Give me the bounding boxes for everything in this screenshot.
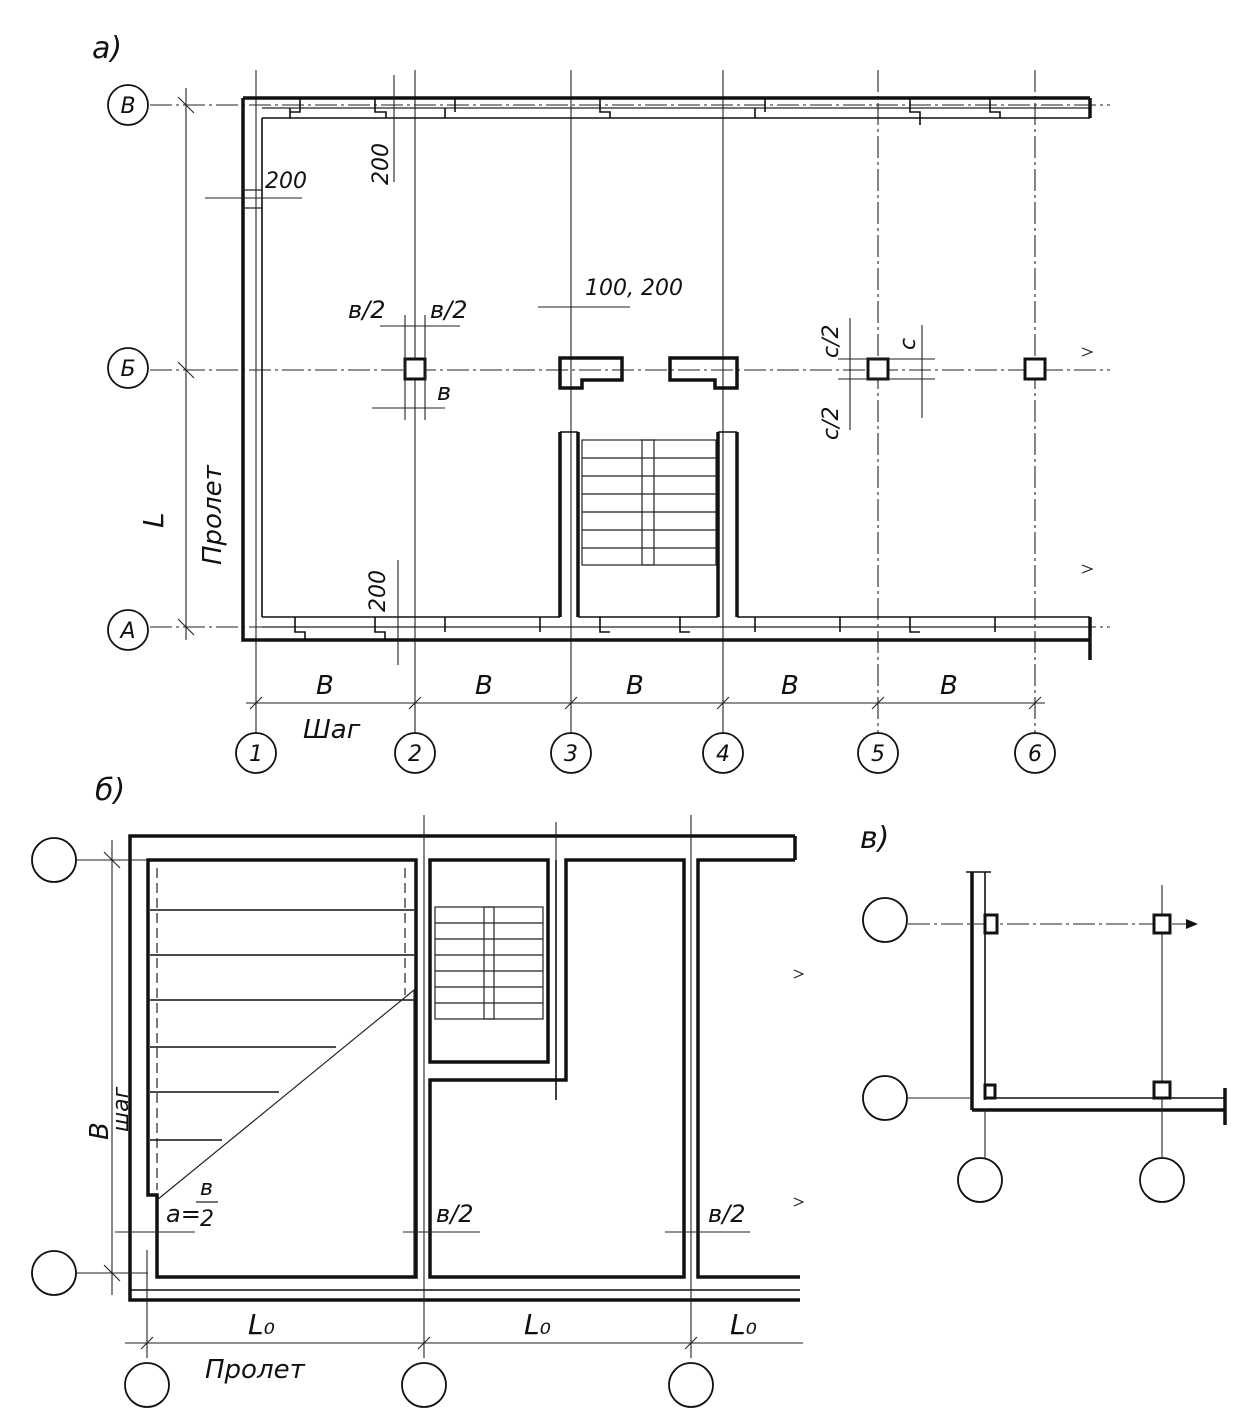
bay-label-3: В — [626, 671, 644, 701]
c-col-bubble-2 — [1139, 1157, 1185, 1203]
b-span-dim-ticks — [140, 1336, 698, 1350]
col-axis-bubble-5: 5 — [857, 732, 899, 774]
b-a-eq: а= — [166, 1200, 201, 1228]
b-span-word: Пролет — [205, 1355, 306, 1385]
staircase-b — [434, 906, 544, 1020]
dim-b-half-right: в/2 — [430, 296, 468, 324]
column-axis-2 — [403, 357, 427, 381]
bay-label-1: В — [316, 671, 334, 701]
col-axis-bubble-1: 1 — [235, 732, 277, 774]
c-row-bubble-top — [862, 897, 908, 943]
dim-200-left: 200 — [265, 169, 307, 194]
column-axis-5 — [866, 357, 890, 381]
dim-b: в — [437, 378, 451, 406]
b-break-mark-2 — [793, 1197, 805, 1207]
panel-a-label: а) — [92, 31, 122, 66]
bay-dim-ticks — [249, 696, 1042, 710]
bay-label-4: В — [781, 671, 799, 701]
panel-b-label: б) — [95, 773, 125, 808]
b-step-word: шаг — [109, 1086, 134, 1132]
b-a-num: в — [200, 1176, 213, 1201]
panel-c: в) — [860, 821, 1227, 1203]
dim-c-half-top: с/2 — [819, 324, 844, 358]
c-axis-arrow — [1186, 919, 1198, 929]
b-row-bubble-top — [31, 837, 77, 883]
b-room-1-joists — [150, 909, 414, 1141]
panel-a: а) — [92, 31, 1110, 774]
stair-crossbeam-right — [668, 356, 739, 390]
b-bhalf-2-label: в/2 — [436, 1200, 474, 1228]
row-axis-bubble-b: Б — [107, 347, 149, 389]
bay-label-5: В — [940, 671, 958, 701]
step-label: Шаг — [303, 715, 361, 745]
c-pilaster-bottom-right — [1152, 1080, 1172, 1100]
b-col-bubble-1 — [124, 1362, 170, 1408]
panel-c-label: в) — [860, 821, 889, 856]
b-span-label-2: L₀ — [524, 1308, 551, 1341]
c-pilaster-bottom-left — [983, 1083, 997, 1100]
row-axis-label-b: Б — [120, 357, 135, 382]
b-col-bubble-3 — [668, 1362, 714, 1408]
b-step-dim-tick-1 — [103, 851, 121, 869]
b-col-bubble-2 — [401, 1362, 447, 1408]
dim-100-200: 100, 200 — [585, 276, 683, 301]
bay-label-2: В — [475, 671, 493, 701]
dim-c-half-bottom: с/2 — [819, 406, 844, 440]
b-room-1 — [146, 858, 418, 1279]
dim-200-top: 200 — [369, 143, 394, 185]
b-step-dim-tick-2 — [103, 1264, 121, 1282]
panel-b: б) — [31, 773, 805, 1408]
col-axis-label-1: 1 — [249, 742, 263, 767]
b-outer-wall — [128, 834, 800, 1302]
b-span-label-1: L₀ — [248, 1308, 275, 1341]
column-axis-6 — [1023, 357, 1047, 381]
b-l-room — [428, 858, 686, 1279]
b-stair-room — [428, 858, 550, 1064]
stairwell-wall-left — [558, 432, 580, 617]
top-wall-pilasters — [289, 98, 1001, 125]
bottom-wall-pilasters — [294, 617, 996, 640]
break-mark-a-upper — [1081, 347, 1094, 357]
b-bhalf-3-label: в/2 — [708, 1200, 746, 1228]
b-load-area-triangle — [156, 988, 415, 1277]
col-axis-bubble-4: 4 — [702, 732, 744, 774]
b-break-mark-1 — [793, 969, 805, 979]
col-axis-label-3: 3 — [564, 742, 578, 767]
col-axis-label-2: 2 — [408, 742, 422, 767]
wall-left — [241, 98, 1090, 642]
stairwell-wall-right — [716, 432, 739, 617]
dim-200-bottom: 200 — [366, 570, 391, 612]
c-col-bubble-1 — [957, 1157, 1003, 1203]
row-axis-bubble-v: В — [107, 84, 149, 126]
span-dim-tick-mid — [177, 361, 195, 379]
span-letter-l: L — [137, 512, 170, 528]
col-axis-bubble-2: 2 — [394, 732, 436, 774]
b-step-letter: В — [85, 1122, 115, 1140]
b-a-den: 2 — [200, 1207, 214, 1232]
row-axis-label-v: В — [120, 94, 135, 119]
c-row-bubble-bottom — [862, 1075, 908, 1121]
col-axis-label-4: 4 — [716, 742, 730, 767]
b-row-bubble-bottom — [31, 1250, 77, 1296]
stair-crossbeam-left — [558, 356, 624, 390]
c-pilaster-top — [983, 913, 999, 935]
staircase-a — [581, 439, 717, 566]
span-word-prolet: Пролет — [198, 464, 228, 565]
span-dim-tick-bot — [177, 618, 195, 636]
row-axis-bubble-a: А — [107, 609, 149, 651]
span-dim-tick-top — [177, 96, 195, 114]
b-right-room — [696, 858, 800, 1279]
c-column-top — [1152, 913, 1172, 935]
dim-b-half-left: в/2 — [348, 296, 386, 324]
col-axis-bubble-6: 6 — [1014, 732, 1056, 774]
col-axis-label-6: 6 — [1028, 742, 1042, 767]
break-mark-a-lower — [1081, 564, 1094, 574]
col-axis-bubble-3: 3 — [550, 732, 592, 774]
row-axis-label-a: А — [118, 619, 135, 644]
b-span-label-3: L₀ — [730, 1308, 757, 1341]
col-axis-label-5: 5 — [871, 742, 885, 767]
dim-c: с — [896, 338, 921, 350]
